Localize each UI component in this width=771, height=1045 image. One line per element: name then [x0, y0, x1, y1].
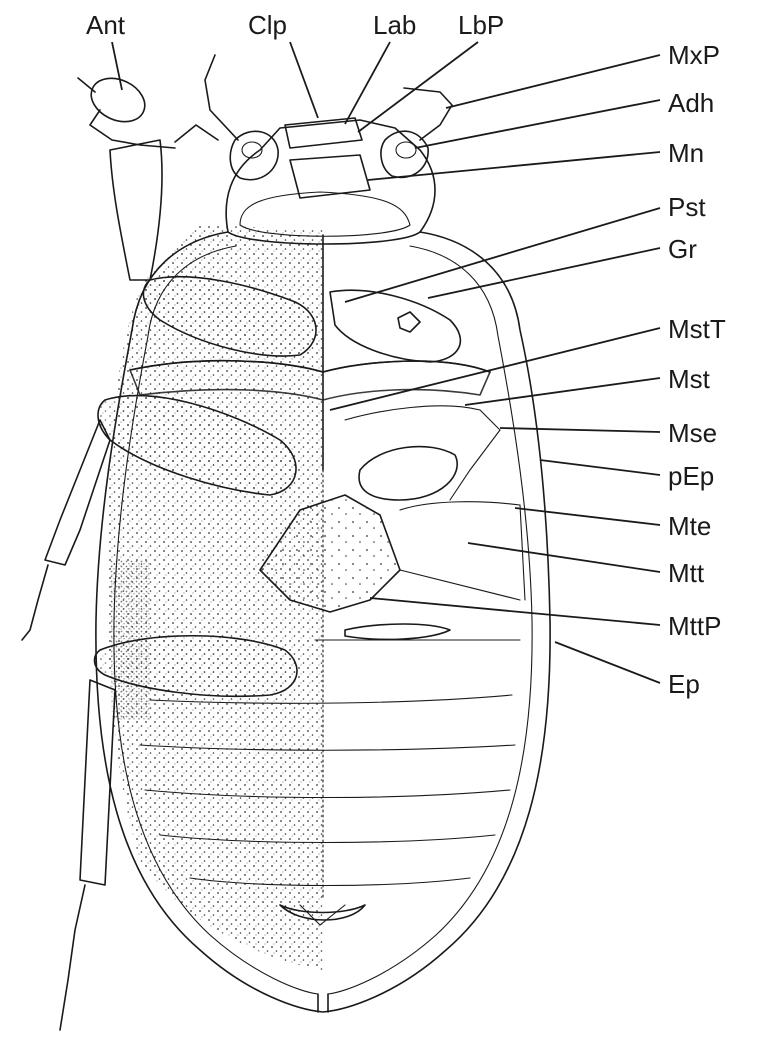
leader-mse — [500, 428, 660, 432]
leader-lab — [345, 42, 390, 124]
label-mse: Mse — [668, 418, 717, 448]
leader-mte — [515, 508, 660, 525]
label-mte: Mte — [668, 511, 711, 541]
leader-mst — [465, 378, 660, 405]
label-mst: Mst — [668, 364, 711, 394]
label-pst: Pst — [668, 192, 706, 222]
leader-ep — [555, 642, 660, 683]
label-mttp: MttP — [668, 611, 721, 641]
leader-lbp — [358, 42, 478, 132]
label-clp: Clp — [248, 10, 287, 40]
label-pep: pEp — [668, 461, 714, 491]
label-mxp: MxP — [668, 40, 720, 70]
head — [175, 55, 452, 244]
label-lbp: LbP — [458, 10, 504, 40]
leader-mxp — [446, 55, 660, 108]
leader-gr — [428, 248, 660, 298]
antenna — [78, 70, 175, 148]
label-lab: Lab — [373, 10, 416, 40]
label-mn: Mn — [668, 138, 704, 168]
leader-mstt — [330, 328, 660, 410]
leader-mttp — [370, 598, 660, 625]
leader-ant — [112, 42, 122, 90]
leader-pep — [540, 460, 660, 475]
label-mtt: Mtt — [668, 558, 705, 588]
label-gr: Gr — [668, 234, 697, 264]
label-ep: Ep — [668, 669, 700, 699]
leader-mtt — [468, 543, 660, 572]
label-adh: Adh — [668, 88, 714, 118]
label-mstt: MstT — [668, 314, 726, 344]
leader-pst — [345, 208, 660, 302]
label-ant: Ant — [86, 10, 126, 40]
leader-clp — [290, 42, 318, 118]
